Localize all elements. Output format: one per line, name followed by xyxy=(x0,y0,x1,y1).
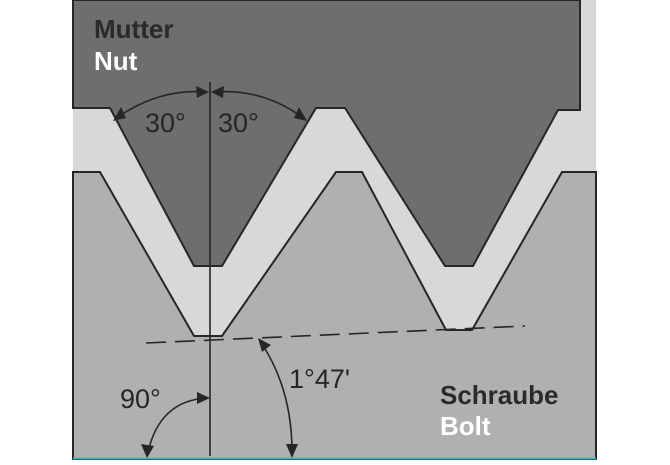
bolt-body xyxy=(72,171,597,461)
arrowhead-lead-bottom xyxy=(286,444,298,458)
label-bolt-english: Bolt xyxy=(440,411,491,441)
lead-dashed-line xyxy=(145,325,526,344)
angle-label-left: 30° xyxy=(145,108,186,138)
label-nut-german: Mutter xyxy=(94,14,174,44)
arrowhead-90-bottom xyxy=(141,444,154,458)
arrowhead-right-inner xyxy=(211,86,224,98)
arrowhead-left-inner xyxy=(196,86,209,98)
arrowhead-lead-top xyxy=(258,338,271,352)
arrowhead-90-top xyxy=(197,392,210,404)
angle-label-lead: 1°47' xyxy=(289,364,351,394)
arrowhead-left-outer xyxy=(113,107,126,121)
label-nut-english: Nut xyxy=(94,46,138,76)
nut-body xyxy=(72,0,581,267)
angle-label-right: 30° xyxy=(218,108,259,138)
arrowhead-right-outer xyxy=(294,107,307,121)
angle-label-90: 90° xyxy=(120,384,161,414)
label-bolt-german: Schraube xyxy=(440,380,559,410)
angle-arc-lead xyxy=(261,343,293,453)
